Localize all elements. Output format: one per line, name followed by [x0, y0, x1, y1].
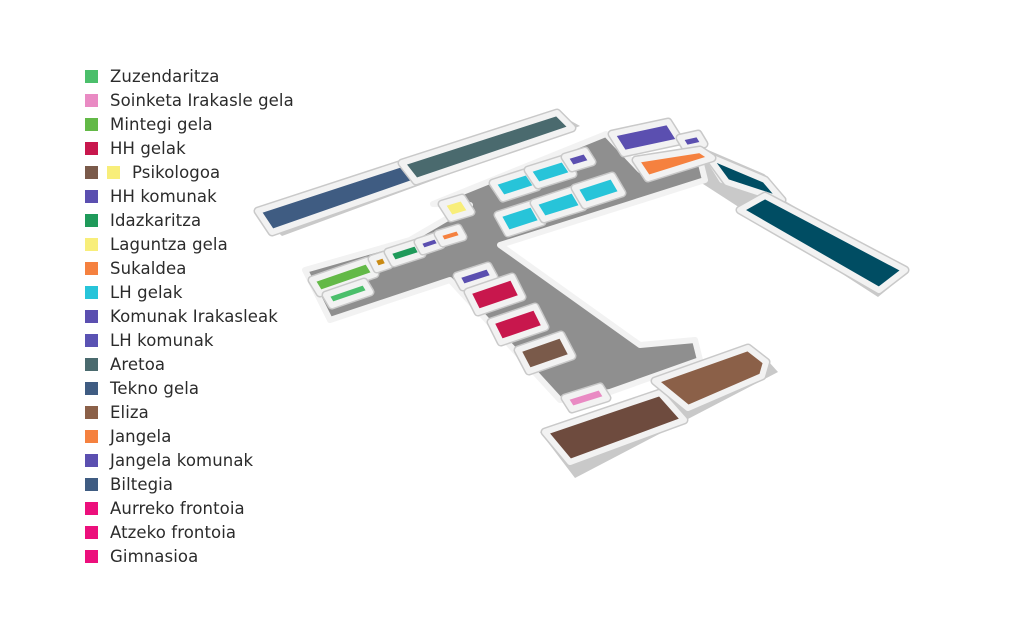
psikologoa: [369, 252, 392, 272]
legend-swatch: [85, 501, 98, 515]
legend-label: HH komunak: [110, 186, 217, 206]
legend-label: Tekno gela: [110, 378, 200, 398]
legend-swatch: [85, 525, 98, 539]
legend-swatch: [85, 93, 98, 107]
legend-item: Soinketa Irakasle gela: [85, 88, 294, 112]
legend-swatch: [85, 261, 98, 275]
legend-swatch: [85, 429, 98, 443]
legend-label: Gimnasioa: [110, 546, 199, 566]
legend-item: HH komunak: [85, 184, 294, 208]
legend-item: Zuzendaritza: [85, 64, 294, 88]
legend-item: Eliza: [85, 400, 294, 424]
legend-item: Aurreko frontoia: [85, 496, 294, 520]
legend-label: Biltegia: [110, 474, 174, 494]
sukaldea: [633, 147, 715, 181]
legend-label: Psikologoa: [132, 162, 221, 182]
legend-label: Atzeko frontoia: [110, 522, 237, 542]
legend-item: Idazkaritza: [85, 208, 294, 232]
legend-swatch: [107, 165, 120, 179]
zuzendaritza: [323, 279, 373, 308]
laguntza-gela: [439, 195, 474, 221]
legend-item: Atzeko frontoia: [85, 520, 294, 544]
legend-item: Tekno gela: [85, 376, 294, 400]
legend-swatch: [85, 453, 98, 467]
legend-label: Jangela komunak: [110, 450, 254, 470]
lh-gela-2: [525, 156, 576, 188]
legend-item: Aretoa: [85, 352, 294, 376]
hh-gela-2: [488, 304, 548, 345]
legend-item: Laguntza gela: [85, 232, 294, 256]
biltegia-south: [737, 193, 908, 293]
legend-swatch: [85, 189, 98, 203]
eliza-upper: [652, 345, 769, 411]
mintegi-gela: [309, 258, 378, 296]
legend-item: Komunak Irakasleak: [85, 304, 294, 328]
legend-swatch: [85, 237, 98, 251]
legend-label: Zuzendaritza: [110, 66, 220, 86]
legend-label: LH komunak: [110, 330, 214, 350]
legend-item: Sukaldea: [85, 256, 294, 280]
legend-swatch: [85, 69, 98, 83]
legend-label: Komunak Irakasleak: [110, 306, 278, 326]
legend-item: Mintegi gela: [85, 112, 294, 136]
legend-swatch: [85, 381, 98, 395]
legend-swatch: [85, 357, 98, 371]
legend-label: Idazkaritza: [110, 210, 202, 230]
legend-label: HH gelak: [110, 138, 186, 158]
legend-item: LH gelak: [85, 280, 294, 304]
lh-gela-5: [572, 173, 625, 208]
lh-komunak: [562, 148, 595, 171]
legend-item: Jangela komunak: [85, 448, 294, 472]
legend-item: HH gelak: [85, 136, 294, 160]
legend-swatch: [85, 285, 98, 299]
legend-swatch: [85, 309, 98, 323]
legend-label: Jangela: [110, 426, 172, 446]
aretoa: [399, 110, 575, 184]
legend-label: Eliza: [110, 402, 149, 422]
legend-swatch: [85, 117, 98, 131]
hh-komunak: [454, 263, 497, 290]
legend-swatch: [85, 477, 98, 491]
eliza-lower: [542, 390, 687, 465]
legend-item: Gimnasioa: [85, 544, 294, 568]
legend-swatch: [85, 141, 98, 155]
legend-label: Aretoa: [110, 354, 166, 374]
legend-item: Jangela: [85, 424, 294, 448]
legend-swatch: [85, 405, 98, 419]
legend-label: Soinketa Irakasle gela: [110, 90, 294, 110]
soinketa-irakasle-gela: [562, 384, 610, 412]
hh-komunak-top: [609, 119, 683, 156]
legend-label: Mintegi gela: [110, 114, 213, 134]
legend-label: Sukaldea: [110, 258, 187, 278]
psikologoa-room: [515, 332, 575, 374]
hh-gela-1: [465, 274, 525, 315]
tekno-gela: [255, 160, 421, 235]
legend-label: Laguntza gela: [110, 234, 228, 254]
legend-swatch: [85, 549, 98, 563]
legend-swatch: [85, 165, 98, 179]
legend-swatch: [85, 333, 98, 347]
legend-item: Psikologoa: [85, 160, 294, 184]
legend-label: LH gelak: [110, 282, 183, 302]
legend-item: LH komunak: [85, 328, 294, 352]
sukaldea-small: [435, 225, 466, 246]
legend-item: Biltegia: [85, 472, 294, 496]
legend-label: Aurreko frontoia: [110, 498, 245, 518]
legend-swatch: [85, 213, 98, 227]
komunak-small-top: [677, 131, 707, 151]
